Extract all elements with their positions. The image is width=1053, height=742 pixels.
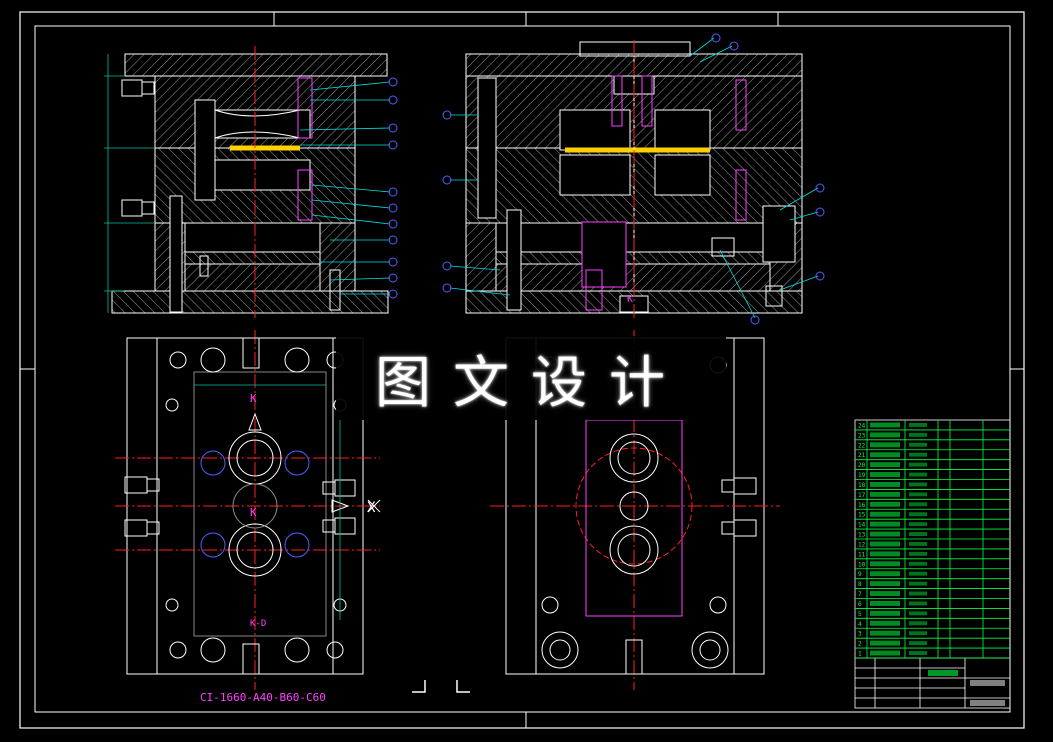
- parts-row-name: [870, 601, 900, 606]
- parts-row-material: [909, 581, 927, 586]
- parts-row-number: 12: [858, 541, 866, 548]
- parts-row-material: [909, 502, 927, 507]
- parts-row-number: 9: [858, 571, 862, 578]
- parts-row-number: 24: [858, 422, 866, 429]
- parts-row-name: [870, 491, 900, 497]
- section-mark-x: X: [367, 500, 376, 516]
- parts-row-name: [870, 581, 900, 587]
- parts-row-name: [870, 571, 900, 577]
- parts-row-number: 7: [858, 591, 862, 598]
- parts-row-number: 23: [858, 432, 866, 439]
- parts-row-material: [909, 591, 927, 596]
- parts-row-number: 17: [858, 492, 866, 499]
- parts-row-name: [870, 511, 900, 517]
- parts-row-material: [909, 472, 927, 477]
- section-mark-kd: K-D: [250, 619, 266, 629]
- parts-row-material: [909, 522, 927, 527]
- section-mark-k-right: K: [627, 294, 633, 305]
- parts-row-material: [909, 561, 927, 566]
- parts-row-number: 18: [858, 482, 866, 489]
- parts-row-name: [870, 432, 900, 438]
- parts-row-material: [909, 452, 927, 457]
- parts-row-number: 22: [858, 442, 866, 449]
- parts-row-material: [909, 462, 927, 467]
- parts-row-name: [870, 482, 900, 487]
- parts-row-number: 11: [858, 551, 866, 558]
- parts-row-number: 14: [858, 522, 866, 529]
- parts-row-material: [909, 423, 927, 427]
- parts-row-number: 1: [858, 651, 862, 658]
- parts-row-material: [909, 442, 927, 447]
- section-mark-k-center: K: [250, 506, 257, 519]
- left-section-view: [104, 46, 389, 318]
- mold-code-label: CI-1660-A40-B60-C60: [200, 691, 326, 704]
- parts-row-number: 8: [858, 581, 862, 588]
- parts-row-name: [870, 610, 900, 616]
- section-arrows: [412, 680, 470, 693]
- watermark-text: 图文设计: [375, 350, 687, 416]
- parts-row-name: [870, 541, 900, 547]
- watermark: 图文设计: [336, 336, 726, 420]
- parts-row-name: [870, 501, 900, 507]
- parts-row-material: [909, 551, 927, 556]
- parts-row-number: 6: [858, 601, 862, 608]
- parts-row-material: [909, 542, 927, 546]
- leader-lines: [299, 37, 819, 319]
- parts-row-material: [909, 571, 927, 576]
- parts-row-material: [909, 631, 927, 636]
- parts-row-material: [909, 651, 927, 655]
- parts-row-name: [870, 640, 900, 646]
- parts-row-name: [870, 561, 900, 567]
- parts-row-name: [870, 452, 900, 458]
- parts-row-name: [870, 591, 900, 596]
- parts-row-number: 20: [858, 462, 866, 469]
- parts-row-material: [909, 482, 927, 487]
- parts-row-number: 5: [858, 611, 862, 618]
- parts-row-number: 15: [858, 512, 866, 519]
- parts-row-number: 4: [858, 621, 862, 628]
- parts-row-name: [870, 472, 900, 477]
- parts-row-name: [870, 650, 900, 656]
- parts-row-name: [870, 442, 900, 448]
- parts-row-material: [909, 512, 927, 517]
- parts-row-name: [870, 551, 900, 557]
- parts-row-material: [909, 432, 927, 437]
- parts-row-material: [909, 601, 927, 606]
- left-plan-view: [115, 330, 381, 690]
- parts-row-material: [909, 532, 927, 536]
- parts-row-name: [870, 630, 900, 636]
- section-mark-k: K: [250, 392, 257, 405]
- part-balloons: [388, 33, 825, 325]
- parts-row-material: [909, 492, 927, 497]
- parts-row-material: [909, 611, 927, 616]
- parts-row-name: [870, 462, 900, 468]
- parts-row-number: 21: [858, 452, 866, 459]
- parts-row-number: 19: [858, 472, 866, 479]
- parts-row-name: [870, 620, 900, 626]
- parts-row-number: 16: [858, 502, 866, 509]
- parts-row-material: [909, 641, 927, 646]
- parts-row-number: 2: [858, 641, 862, 648]
- parts-row-material: [909, 621, 927, 626]
- parts-row-name: [870, 422, 900, 428]
- right-section-view: [465, 40, 803, 320]
- parts-row-number: 3: [858, 631, 862, 638]
- parts-row-number: 10: [858, 561, 866, 568]
- parts-row-name: [870, 521, 900, 527]
- sheet-frame: [19, 11, 1025, 729]
- parts-row-name: [870, 531, 900, 537]
- parts-row-number: 13: [858, 532, 866, 539]
